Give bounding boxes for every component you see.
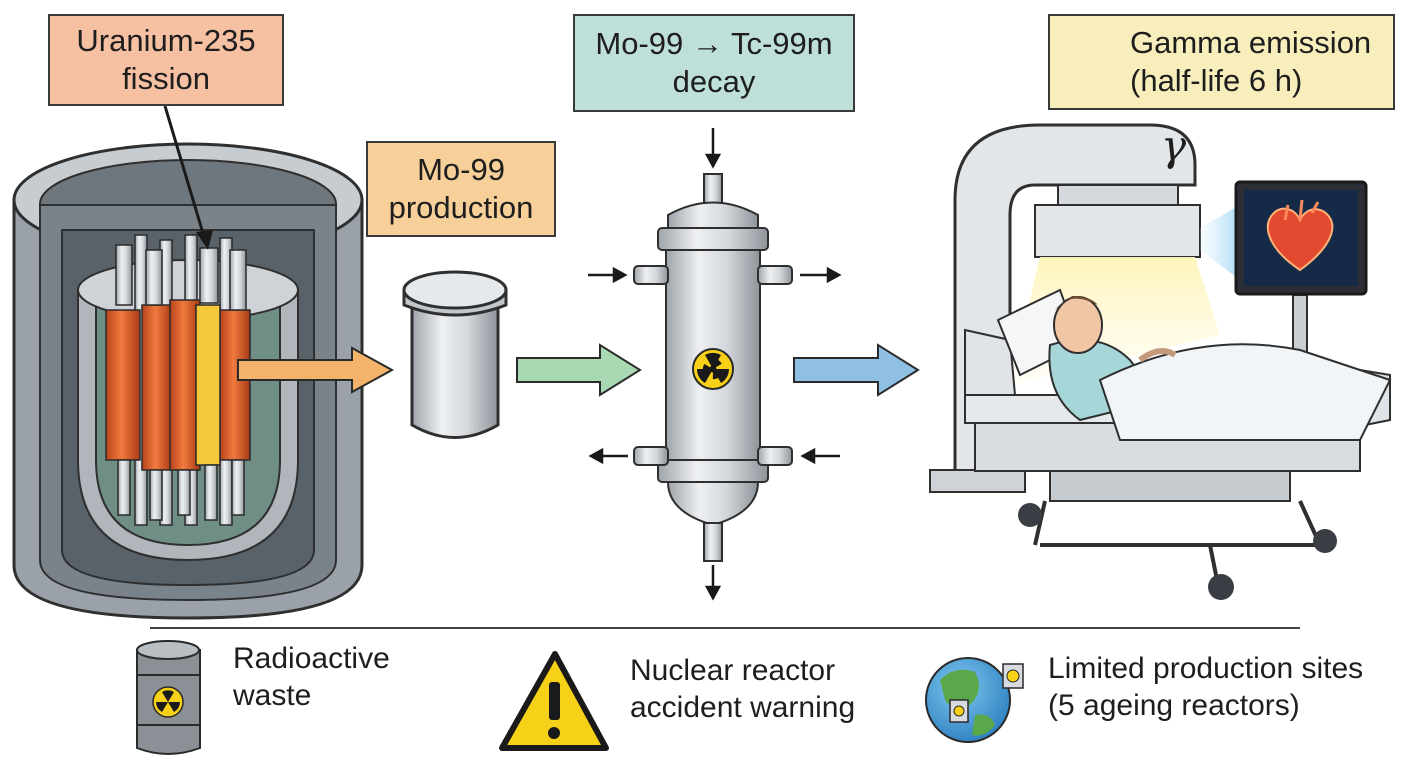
uranium-label-line2: fission	[122, 61, 210, 96]
radiation-trefoil-icon	[692, 348, 734, 390]
arrow-reactor-to-canister	[237, 346, 395, 394]
flow-arrows	[588, 128, 842, 601]
arrow-generator-to-scanner	[793, 343, 920, 397]
warning-triangle-icon	[499, 651, 609, 751]
decay-label-line1: Mo-99 → Tc-99m	[595, 26, 833, 61]
legend-production-sites: Limited production sites (5 ageing react…	[922, 650, 1363, 724]
uranium-fission-label: Uranium-235 fission	[48, 14, 284, 106]
monitor-beam	[1200, 205, 1240, 280]
mo99-label-line1: Mo-99	[417, 152, 505, 187]
arrow-canister-to-generator	[516, 343, 642, 397]
fission-pointer-arrow	[163, 105, 213, 250]
gamma-symbol: γ	[1161, 121, 1187, 170]
gamma-label-line2: (half-life 6 h)	[1130, 63, 1303, 98]
decay-label-line2: decay	[672, 64, 756, 99]
legend-sites-line1: Limited production sites	[1048, 652, 1364, 685]
fuel-rods	[105, 234, 251, 526]
legend-accident-warning: Nuclear reactor accident warning	[498, 652, 855, 726]
decay-label: Mo-99 → Tc-99m decay	[573, 14, 855, 112]
patient	[996, 288, 1392, 441]
heart-monitor	[1234, 180, 1368, 416]
legend-warn-line1: Nuclear reactor	[630, 654, 836, 687]
legend-warn-line2: accident warning	[630, 691, 856, 724]
mo99-label-line2: production	[388, 190, 534, 225]
gamma-emission-label: Gamma emission (half-life 6 h)	[1048, 14, 1395, 110]
mo99-canister	[402, 270, 508, 439]
gamma-label-line1: Gamma emission	[1130, 25, 1372, 60]
mo99-production-label: Mo-99 production	[366, 141, 556, 237]
globe-reactors-icon	[925, 657, 1024, 743]
legend-waste-line1: Radioactive	[233, 642, 390, 675]
legend-sites-line2: (5 ageing reactors)	[1048, 689, 1300, 722]
radioactive-waste-barrel-icon	[136, 640, 201, 755]
legend-waste-line2: waste	[233, 679, 312, 712]
uranium-label-line1: Uranium-235	[76, 23, 256, 58]
legend-radioactive-waste: Radioactive waste	[130, 640, 390, 714]
